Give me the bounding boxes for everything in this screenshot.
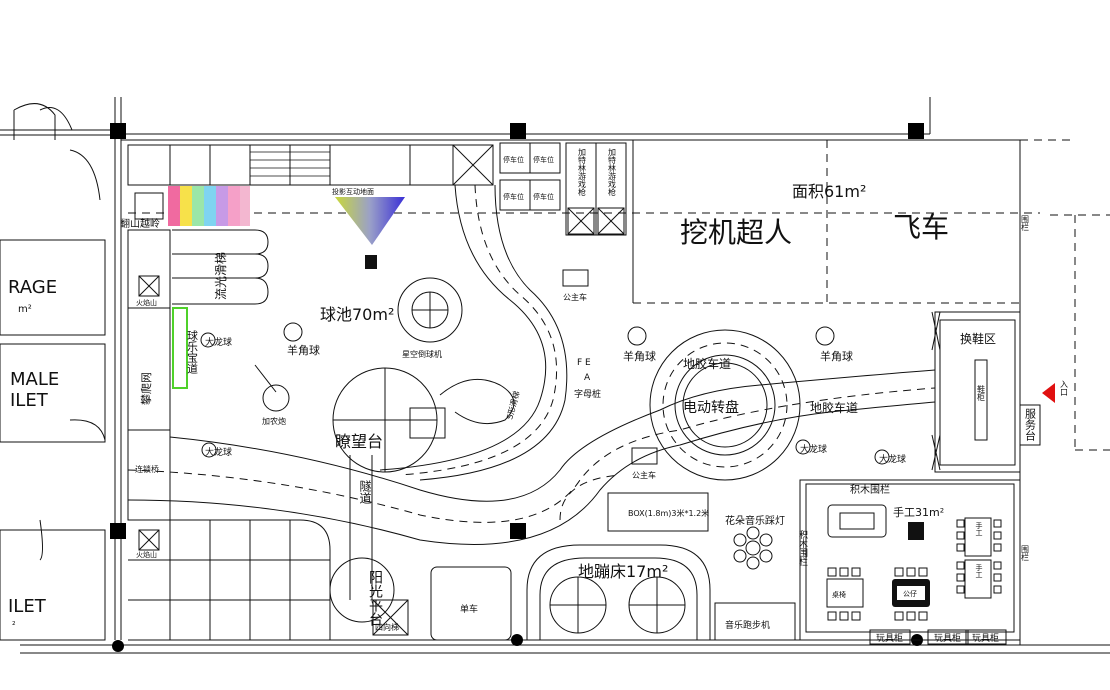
toy-cabinet-2: 玩具柜 xyxy=(934,632,961,644)
electric-turntable-label: 电动转盘 xyxy=(683,399,739,416)
outside-rooms: RAGE m² MALE ILET ILET ² xyxy=(0,103,106,641)
projector-label: 投影互动地面 xyxy=(332,187,374,196)
goat-ball-1-label: 羊角球 xyxy=(287,343,320,357)
rubber-track-label-1: 地胶车道 xyxy=(683,356,731,371)
craft-stack-1: 手工 xyxy=(975,521,983,536)
tunnel-label: 隧道 xyxy=(358,479,372,504)
parking-1: 停车位 xyxy=(503,155,524,164)
star-ball-machine-label: 星空倒球机 xyxy=(402,349,442,359)
ball-pool: 球池70m² 星空倒球机 羊角球 大龙球 加农炮 瞭望台 隧道 阳光平台 四向梯 xyxy=(200,277,515,636)
digger-zone: 面积61m² 挖机超人 飞车 围栏 xyxy=(632,140,1030,304)
parking-2: 停车位 xyxy=(533,155,554,164)
toilet-bottom-label: ILET xyxy=(8,596,47,617)
trampoline-label: 地蹦床17m² xyxy=(578,562,668,581)
flower-drum-label: 花朵音乐踩灯 xyxy=(725,514,785,527)
ball-maze-label: 球乐宝道 xyxy=(186,329,199,374)
board-label: BOX(1.8m)3米*1.2米 xyxy=(628,508,709,518)
male-toilet-label: MALE xyxy=(10,369,59,390)
shoe-change-label: 换鞋区 xyxy=(960,331,996,346)
handcraft-label: 手工31m² xyxy=(893,505,944,519)
sunshine-platform-label: 阳光平台 xyxy=(367,570,383,626)
mid-equipment: 大龙球 公主车 F E A 字母桩 羊角球 羊角球 公主车 大龙球 大龙球 xyxy=(201,269,906,480)
service-desk-label: 服务台 xyxy=(1024,408,1037,441)
observation-deck-label: 瞭望台 xyxy=(335,432,383,451)
princess-car-2-label: 公主车 xyxy=(632,470,656,480)
parking-3: 停车位 xyxy=(503,192,524,201)
big-dragon-ball-2-label: 大龙球 xyxy=(205,446,232,458)
toy-cabinet-3: 玩具柜 xyxy=(972,632,999,644)
ball-pool-label: 球池70m² xyxy=(320,305,394,324)
craft-stack-2: 手工 xyxy=(975,563,983,578)
bottom-grid xyxy=(128,519,331,640)
shoe-rack-label: 鞋柜 xyxy=(977,384,986,402)
craft-table-right: 公仔 xyxy=(903,589,917,598)
fence-right-1: 围栏 xyxy=(1021,215,1030,232)
projector-area: 投影互动地面 xyxy=(332,187,405,269)
area-note: 面积61m² xyxy=(792,182,866,201)
craft-table-left: 桌椅 xyxy=(832,590,846,599)
big-dragon-ball-3-label: 大龙球 xyxy=(800,443,827,455)
volcano-1-label: 火焰山 xyxy=(136,298,157,307)
garage-label: RAGE xyxy=(8,277,57,298)
digger-superman-label: 挖机超人 xyxy=(680,216,792,249)
volcano-2-label: 火焰山 xyxy=(136,550,157,559)
music-treadmill-label: 音乐跑步机 xyxy=(725,619,770,631)
princess-car-1-label: 公主车 xyxy=(563,292,587,302)
goat-ball-3-label: 羊角球 xyxy=(820,349,853,363)
alphabet-pile-label: 字母桩 xyxy=(574,388,601,400)
crawl-tunnel-label: S形滑梯 xyxy=(504,390,521,421)
rubber-track-label-2: 地胶车道 xyxy=(810,400,858,415)
four-way-label: 四向梯 xyxy=(375,622,399,632)
alphabet-glyph-a: A xyxy=(584,373,591,383)
spinning-top-2: 加特林游戏枪 xyxy=(608,147,617,197)
entrance-area: 换鞋区 鞋柜 服务台 入口 xyxy=(931,311,1069,473)
entrance-label: 入口 xyxy=(1060,380,1069,396)
track: S形滑梯 地胶车道 地胶车道 电动转盘 xyxy=(127,184,936,545)
parking-area: 停车位 停车位 停车位 停车位 加特林游戏枪 加特林游戏枪 xyxy=(499,142,627,236)
blocks-fence-label: 积木围栏 xyxy=(850,483,890,496)
alphabet-glyphs: F E xyxy=(577,358,591,368)
bottom-center: BOX(1.8m)3米*1.2米 地蹦床17m² 单车 花朵音乐踩灯 音乐跑步机 xyxy=(430,474,796,641)
spiral-slide-label: 流光滑梯 xyxy=(214,252,228,300)
blocks-fence-side-label: 积木围栏 xyxy=(797,529,808,567)
climb-net-label: 攀爬网 xyxy=(140,372,153,405)
lian-suo-label: 连锁桥 xyxy=(135,464,159,474)
goat-ball-2-label: 羊角球 xyxy=(623,349,656,363)
parking-4: 停车位 xyxy=(533,192,554,201)
garage-unit: m² xyxy=(18,304,32,315)
male-toilet-label-2: ILET xyxy=(10,390,49,411)
handcraft-area: 积木围栏 积木围栏 手工31m² 桌椅 公仔 手工 手工 玩具柜 玩具柜 玩具柜 xyxy=(797,479,1030,645)
fence-right-2: 围栏 xyxy=(1021,545,1030,562)
big-dragon-ball-1-label: 大龙球 xyxy=(205,336,232,348)
top-left-structure: 翻山越岭 流光滑梯 火焰山 攀爬网 球乐宝道 连锁桥 火焰山 xyxy=(120,144,494,559)
flying-car-label: 飞车 xyxy=(893,211,949,244)
toilet-bottom-unit: ² xyxy=(12,621,16,631)
toy-cabinet-1: 玩具柜 xyxy=(876,632,903,644)
entrance-arrow-icon xyxy=(1042,383,1055,403)
bike-label: 单车 xyxy=(460,603,478,615)
rainbow-slide-label: 翻山越岭 xyxy=(120,217,160,230)
spinning-top-1: 加特林游戏枪 xyxy=(578,147,587,197)
cannon-label: 加农炮 xyxy=(262,416,286,426)
big-dragon-ball-4-label: 大龙球 xyxy=(879,453,906,465)
